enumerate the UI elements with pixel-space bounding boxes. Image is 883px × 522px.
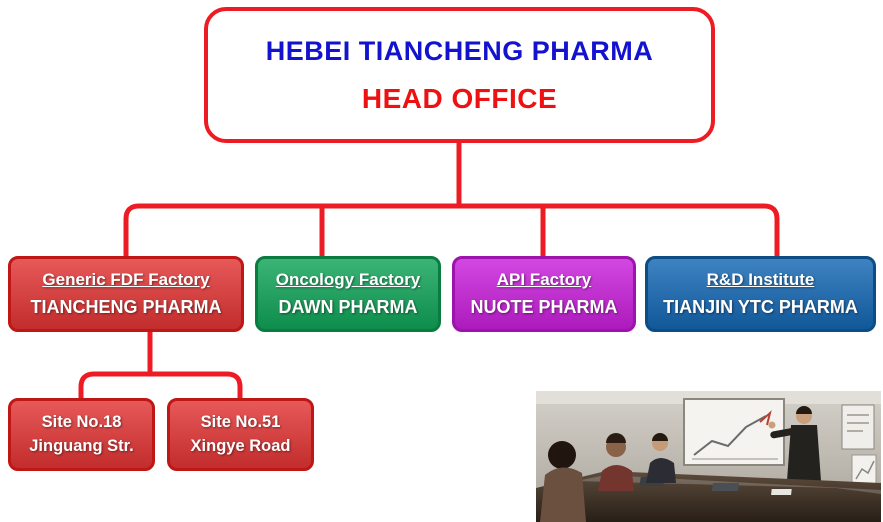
division-title: Generic FDF Factory	[42, 270, 210, 289]
division-company: TIANCHENG PHARMA	[30, 297, 222, 317]
site-line2: Xingye Road	[190, 436, 291, 455]
division-box-rd-institute: R&D Institute TIANJIN YTC PHARMA	[645, 256, 876, 332]
head-office-label: HEAD OFFICE	[361, 82, 558, 114]
division-title: API Factory	[496, 270, 592, 289]
head-office-box: HEBEI TIANCHENG PHARMA HEAD OFFICE	[204, 7, 715, 143]
site-line1: Site No.51	[200, 413, 281, 432]
site-line2: Jinguang Str.	[29, 436, 134, 455]
site-line1: Site No.18	[41, 413, 122, 432]
division-company: DAWN PHARMA	[278, 297, 418, 317]
conference-photo-art	[536, 391, 881, 522]
conference-photo	[536, 391, 881, 522]
division-title: R&D Institute	[706, 270, 815, 289]
company-name: HEBEI TIANCHENG PHARMA	[265, 35, 654, 66]
division-box-generic-fdf-factory: Generic FDF Factory TIANCHENG PHARMA	[8, 256, 244, 332]
division-title: Oncology Factory	[275, 270, 421, 289]
division-box-api-factory: API Factory NUOTE PHARMA	[452, 256, 636, 332]
site-box-no51-xingye: Site No.51 Xingye Road	[167, 398, 314, 471]
division-box-oncology-factory: Oncology Factory DAWN PHARMA	[255, 256, 441, 332]
site-box-no18-jinguang: Site No.18 Jinguang Str.	[8, 398, 155, 471]
division-company: NUOTE PHARMA	[470, 297, 618, 317]
division-company: TIANJIN YTC PHARMA	[663, 297, 858, 317]
